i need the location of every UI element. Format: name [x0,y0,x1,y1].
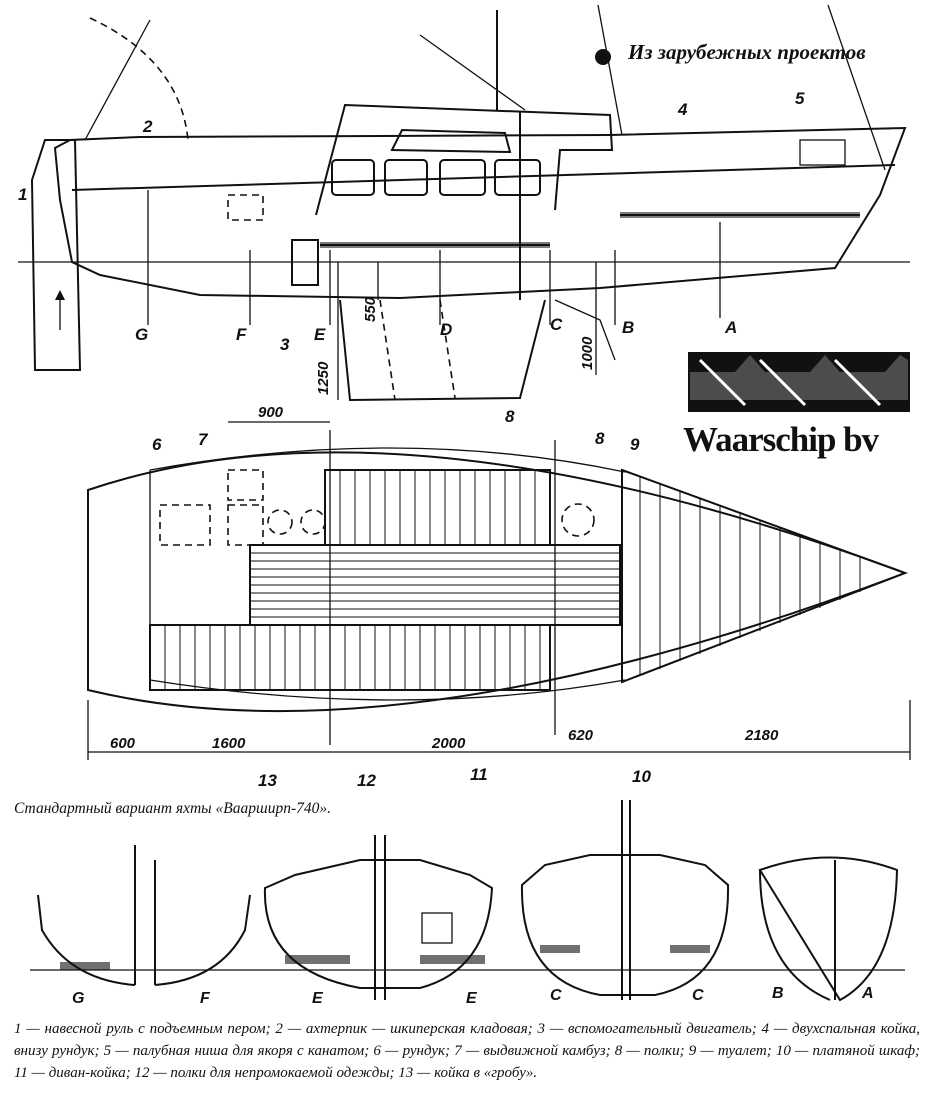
cross-sections: G F E E C C B A [30,800,905,1007]
callout-3: 3 [280,335,290,354]
section-ba [758,856,899,1002]
section-label-e2: E [466,990,478,1007]
callout-2: 2 [142,117,153,136]
section-gf [37,894,251,986]
callout-13: 13 [258,771,277,790]
callout-12: 12 [357,771,376,790]
cabin-house [315,103,614,216]
plan-view: 900 600 1600 2000 620 2180 6 7 8 8 9 10 … [87,404,911,790]
keel [339,299,546,402]
dim-1600: 1600 [212,735,246,752]
hatch [390,128,512,154]
deck-outline [87,451,908,713]
section-label-g: G [72,990,84,1007]
station-d: D [440,320,452,339]
station-c: C [550,315,563,334]
boom [419,34,526,111]
dim-1000: 1000 [579,336,596,370]
toilet [561,503,595,537]
portlights [331,159,541,196]
bow-line [827,4,886,171]
callout-8a: 8 [505,407,515,426]
callout-6: 6 [152,435,162,454]
section-label-c2: C [692,987,704,1004]
sheer-line [71,164,896,191]
dim-2180: 2180 [744,727,779,744]
forestay [597,4,623,136]
station-g: G [135,325,148,344]
dim-600: 600 [110,735,136,752]
section-label-c1: C [550,987,562,1004]
swing-arc [89,17,189,141]
callout-5: 5 [795,89,805,108]
section-label-a: A [861,985,874,1002]
rudder [30,139,82,371]
dim-620: 620 [568,727,594,744]
brand-name: Waarschip bv [683,420,879,459]
callout-4: 4 [677,100,688,119]
station-a: A [724,318,737,337]
callout-9: 9 [630,435,640,454]
station-f: F [236,325,247,344]
section-label-f: F [200,990,211,1007]
figure-caption: Стандартный вариант яхты «Ваарширп-740». [14,800,332,817]
backstay [84,19,151,141]
section-label-e1: E [312,990,324,1007]
dim-900: 900 [258,404,284,421]
bullet-icon [595,49,611,65]
figure-legend: 1 — навесной руль с подъемным пером; 2 —… [14,1021,920,1081]
station-e: E [314,325,326,344]
station-lines [147,190,721,325]
callout-7: 7 [198,430,209,449]
section-header: Из зарубежных проектов [628,40,866,64]
section-label-b: B [772,985,784,1002]
callout-8b: 8 [595,429,605,448]
dim-1250: 1250 [315,361,332,395]
hull-profile [53,126,907,300]
profile-view: 1 2 3 4 5 G F E D C B A 1250 550 1000 [18,4,910,402]
engine [291,239,319,286]
forepeak-berth [621,468,908,684]
callout-1: 1 [18,185,27,204]
callout-10: 10 [632,767,651,786]
settee-upper [324,469,551,546]
dim-2000: 2000 [431,735,466,752]
callout-11: 11 [470,765,488,784]
waarschip-logo [688,352,910,412]
station-b: B [622,318,634,337]
section-ee [263,859,494,989]
section-cc [520,854,730,996]
dim-550: 550 [362,296,379,322]
anchor-well [799,139,846,166]
